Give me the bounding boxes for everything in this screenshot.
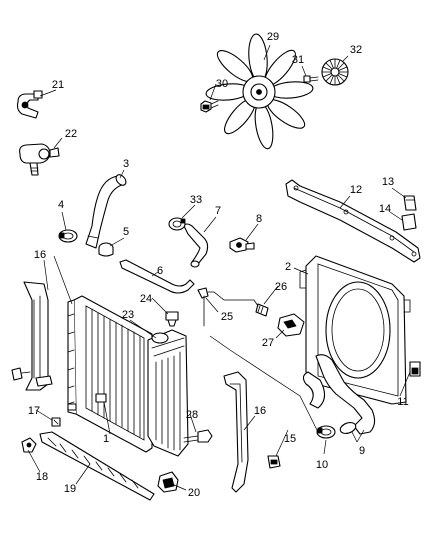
mount-20 (157, 471, 179, 493)
callout-11: 11 (397, 396, 408, 408)
upper-radiator-support (285, 179, 421, 263)
clip-17 (51, 417, 61, 427)
shroud-clip-11 (409, 361, 421, 377)
bypass-tube (119, 259, 195, 294)
hose-connector-26 (255, 303, 269, 317)
callout-31: 31 (292, 54, 304, 66)
callout-2: 2 (285, 261, 291, 273)
radiator (67, 295, 153, 453)
clutch-bolt (303, 75, 319, 83)
callout-8: 8 (256, 213, 262, 225)
callout-10: 10 (316, 459, 328, 471)
lower-air-seal (39, 431, 155, 501)
callout-9: 9 (359, 445, 365, 457)
hose-clamp-10 (316, 425, 336, 439)
callout-16-right: 16 (254, 405, 266, 417)
callout-20: 20 (188, 487, 200, 499)
callout-32: 32 (350, 44, 362, 56)
hose-clamp-33 (168, 217, 186, 231)
clip-15 (267, 455, 281, 469)
callout-15: 15 (284, 433, 296, 445)
callout-13: 13 (382, 176, 394, 188)
callout-23: 23 (122, 309, 134, 321)
callout-4: 4 (58, 199, 64, 211)
fan-bolt (200, 100, 219, 113)
lower-hose (302, 354, 376, 435)
drain-cock (19, 143, 60, 176)
callout-29: 29 (267, 31, 279, 43)
fan-clutch (321, 58, 349, 86)
support-pad-14 (401, 213, 417, 231)
callout-5: 5 (123, 226, 129, 238)
callout-labels: 29 30 31 32 21 22 3 4 5 6 7 33 8 12 13 1… (28, 31, 409, 499)
support-clip-13 (403, 195, 417, 211)
expansion-tank (147, 329, 189, 457)
hose-fitting (98, 242, 114, 257)
callout-14: 14 (379, 203, 391, 215)
callout-26: 26 (275, 281, 287, 293)
temperature-sensor (229, 237, 255, 253)
callout-17: 17 (28, 405, 40, 417)
callout-16-left: 16 (34, 249, 46, 261)
heater-hose (183, 223, 209, 268)
hose-clip (16, 90, 43, 119)
bolt-28 (183, 429, 213, 443)
callout-19: 19 (64, 483, 76, 495)
callout-24: 24 (140, 293, 152, 305)
upper-hose (85, 174, 127, 249)
bleed-tube-25 (197, 287, 259, 327)
fan-switch (277, 313, 305, 337)
hose-clamp-upper (58, 229, 78, 243)
callout-7: 7 (215, 205, 221, 217)
callout-21: 21 (52, 79, 64, 91)
callout-27: 27 (262, 337, 274, 349)
callout-30: 30 (216, 78, 228, 90)
callout-1: 1 (103, 433, 109, 445)
air-baffle-left (11, 281, 53, 391)
callout-22: 22 (65, 128, 77, 140)
cooling-fan (205, 33, 314, 150)
cap-24 (165, 311, 179, 327)
bolt-18 (21, 437, 37, 453)
callout-12: 12 (350, 184, 362, 196)
callout-6: 6 (157, 265, 163, 277)
callout-3: 3 (123, 158, 129, 170)
callout-25: 25 (221, 311, 233, 323)
air-baffle-right (223, 371, 249, 493)
callout-18: 18 (36, 471, 48, 483)
callout-28: 28 (186, 409, 198, 421)
leader-lines (27, 44, 411, 491)
callout-33: 33 (190, 194, 202, 206)
